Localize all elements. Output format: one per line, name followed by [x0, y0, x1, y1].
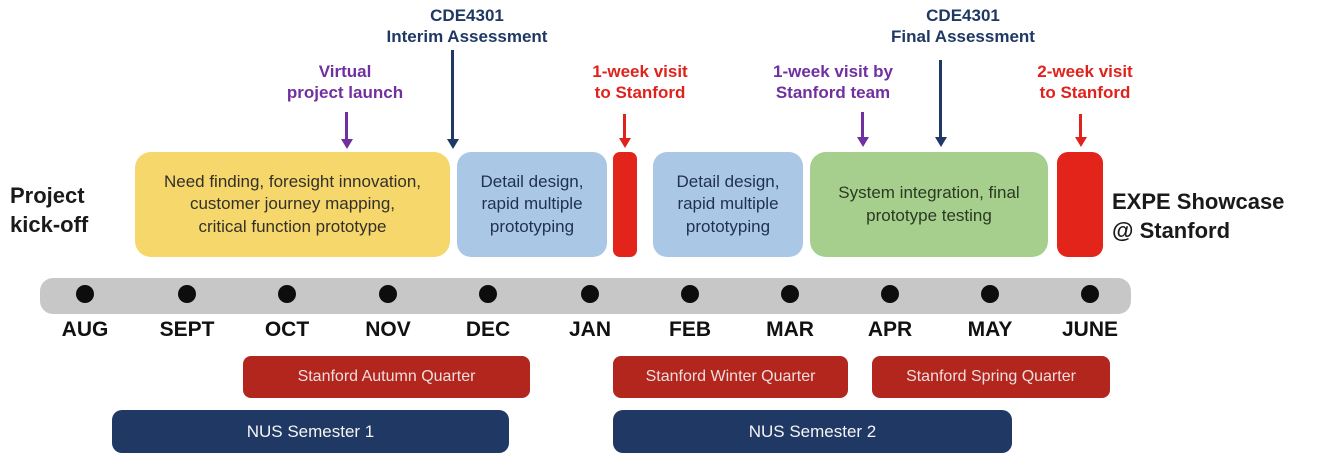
stanford-winter-quarter-bar: Stanford Winter Quarter	[613, 356, 848, 398]
month-label-apr: APR	[867, 318, 913, 341]
month-label-nov: NOV	[365, 318, 411, 341]
one-week-visit-bar	[613, 152, 637, 257]
month-label-dec: DEC	[465, 318, 511, 341]
month-dot-oct	[278, 285, 296, 303]
month-label-mar: MAR	[766, 318, 814, 341]
stanford-autumn-quarter-bar: Stanford Autumn Quarter	[243, 356, 530, 398]
phase-detail-design-2-box: Detail design, rapid multiple prototypin…	[653, 152, 803, 257]
two-week-visit-to-stanford-label: 2-week visit to Stanford	[1037, 62, 1133, 102]
month-dot-mar	[781, 285, 799, 303]
interim-assessment-label: CDE4301 Interim Assessment	[386, 6, 548, 46]
month-dot-apr	[881, 285, 899, 303]
month-dot-june	[1081, 285, 1099, 303]
one-week-visit-by-stanford-label: 1-week visit by Stanford team	[772, 62, 893, 102]
month-dot-nov	[379, 285, 397, 303]
month-label-oct: OCT	[264, 318, 310, 341]
phase-system-integration-box: System integration, final prototype test…	[810, 152, 1048, 257]
month-dot-sept	[178, 285, 196, 303]
two-week-visit-arrow-icon	[1079, 114, 1082, 138]
month-dot-aug	[76, 285, 94, 303]
month-label-feb: FEB	[669, 318, 711, 341]
virtual-launch-label: Virtual project launch	[286, 62, 404, 102]
final-assessment-label: CDE4301 Final Assessment	[891, 6, 1035, 46]
nus-semester-2-bar: NUS Semester 2	[613, 410, 1012, 453]
interim-assessment-arrow-icon	[451, 50, 454, 140]
month-dot-jan	[581, 285, 599, 303]
month-label-may: MAY	[967, 318, 1013, 341]
expe-showcase-label: EXPE Showcase @ Stanford	[1112, 189, 1285, 243]
final-assessment-arrow-icon	[939, 60, 942, 138]
nus-semester-1-bar: NUS Semester 1	[112, 410, 509, 453]
month-label-sept: SEPT	[159, 318, 215, 341]
phase-detail-design-1-box: Detail design, rapid multiple prototypin…	[457, 152, 607, 257]
virtual-launch-arrow-icon	[345, 112, 348, 140]
month-dot-may	[981, 285, 999, 303]
one-week-visit-arrow-icon	[623, 114, 626, 139]
month-label-jan: JAN	[568, 318, 611, 341]
project-kickoff-label: Project kick-off	[10, 183, 89, 237]
two-week-visit-bar	[1057, 152, 1103, 257]
month-dot-feb	[681, 285, 699, 303]
stanford-team-visit-arrow-icon	[861, 112, 864, 138]
one-week-visit-to-stanford-label: 1-week visit to Stanford	[592, 62, 688, 102]
month-label-aug: AUG	[61, 318, 109, 341]
phase-need-finding-box: Need finding, foresight innovation, cust…	[135, 152, 450, 257]
month-dot-dec	[479, 285, 497, 303]
month-label-june: JUNE	[1061, 318, 1119, 341]
stanford-spring-quarter-bar: Stanford Spring Quarter	[872, 356, 1110, 398]
